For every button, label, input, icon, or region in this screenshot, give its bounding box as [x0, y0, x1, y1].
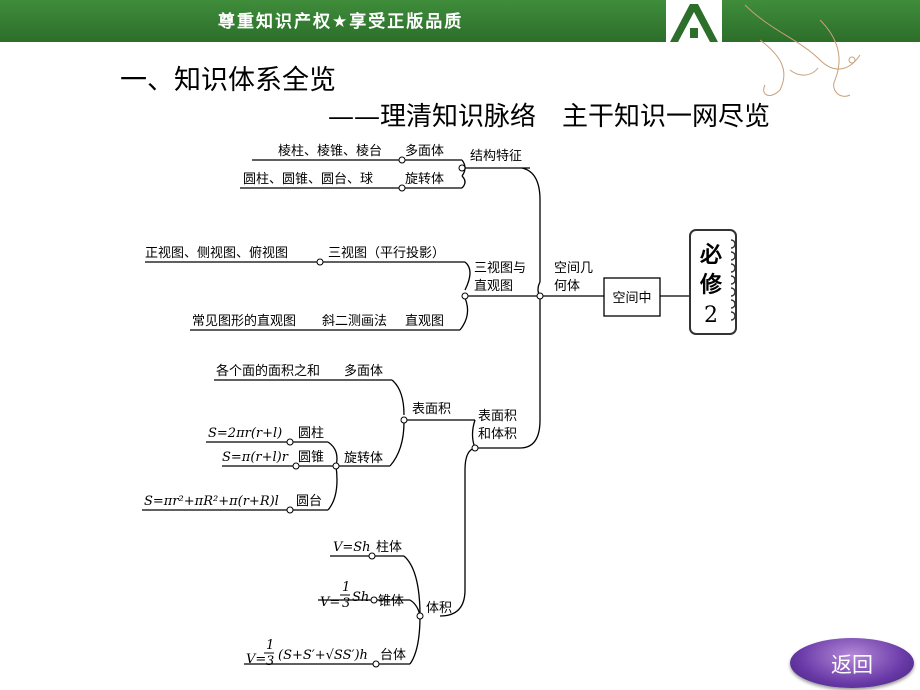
pyramid-node: 锥体 — [378, 594, 404, 609]
frustum-vol-node: 台体 — [380, 648, 406, 663]
three-views-node: 三视图（平行投影） — [328, 245, 445, 261]
cylinder-formula: S=2πr(r+l) — [208, 426, 282, 441]
oblique-node: 斜二测画法 — [322, 314, 387, 329]
cone-node: 圆锥 — [298, 450, 324, 465]
book-char-1: 必 — [700, 242, 722, 268]
views-label-2: 直观图 — [474, 279, 513, 294]
surface-poly-node: 多面体 — [344, 363, 383, 379]
structure-label: 结构特征 — [470, 149, 522, 164]
rotational-detail: 圆柱、圆锥、圆台、球 — [243, 172, 373, 187]
rotational-node: 旋转体 — [405, 172, 444, 187]
geometry-label-2: 何体 — [554, 278, 580, 294]
frustum-vol-frac-den: 3 — [266, 654, 274, 669]
back-button[interactable]: 返回 — [790, 638, 914, 688]
intuitive-detail: 常见图形的直观图 — [192, 313, 296, 329]
pyramid-formula-pre: V= — [320, 595, 340, 610]
root-label: 空间中 — [612, 291, 651, 306]
pyramid-frac-den: 3 — [342, 596, 350, 611]
pyramid-frac-num: 1 — [342, 580, 350, 595]
area-volume-label-2: 和体积 — [478, 427, 517, 442]
frustum-area-node: 圆台 — [296, 494, 322, 509]
pyramid-formula-post: Sh — [352, 590, 369, 605]
page-heading: 一、知识体系全览 — [120, 65, 336, 96]
book-char-3: 2 — [704, 303, 718, 328]
volume-label: 体积 — [426, 601, 452, 616]
cylinder-node: 圆柱 — [298, 426, 324, 441]
surface-label: 表面积 — [412, 402, 451, 417]
three-views-detail: 正视图、侧视图、俯视图 — [145, 245, 288, 261]
root-box — [603, 277, 661, 317]
polyhedra-detail: 棱柱、棱锥、棱台 — [278, 143, 382, 159]
logo — [666, 0, 722, 42]
banner-text: 尊重知识产权★享受正版品质 — [218, 12, 464, 32]
polyhedra-node: 多面体 — [405, 143, 444, 159]
connector-lines — [142, 159, 690, 665]
area-volume-label-1: 表面积 — [478, 409, 517, 424]
junction-dots — [286, 156, 544, 668]
frustum-vol-formula-pre: V= — [246, 652, 266, 667]
back-button-label: 返回 — [831, 653, 873, 677]
surface-poly-detail: 各个面的面积之和 — [216, 363, 320, 379]
book-icon — [689, 229, 737, 335]
book-char-2: 修 — [699, 272, 723, 298]
views-label-1: 三视图与 — [474, 261, 526, 276]
frustum-area-formula: S=πr²+πR²+π(r+R)l — [144, 494, 279, 509]
prism-node: 柱体 — [376, 540, 402, 555]
frustum-vol-formula-post: (S+S′+√SS′)h — [278, 648, 368, 663]
geometry-label-1: 空间几 — [554, 261, 593, 276]
surface-rot-label: 旋转体 — [344, 451, 383, 466]
cone-formula: S=π(r+l)r — [222, 450, 289, 465]
page-subheading: ——理清知识脉络 主干知识一网尽览 — [328, 102, 771, 132]
prism-formula: V=Sh — [333, 540, 371, 555]
intuitive-node: 直观图 — [405, 314, 444, 329]
frustum-vol-frac-num: 1 — [266, 638, 274, 653]
